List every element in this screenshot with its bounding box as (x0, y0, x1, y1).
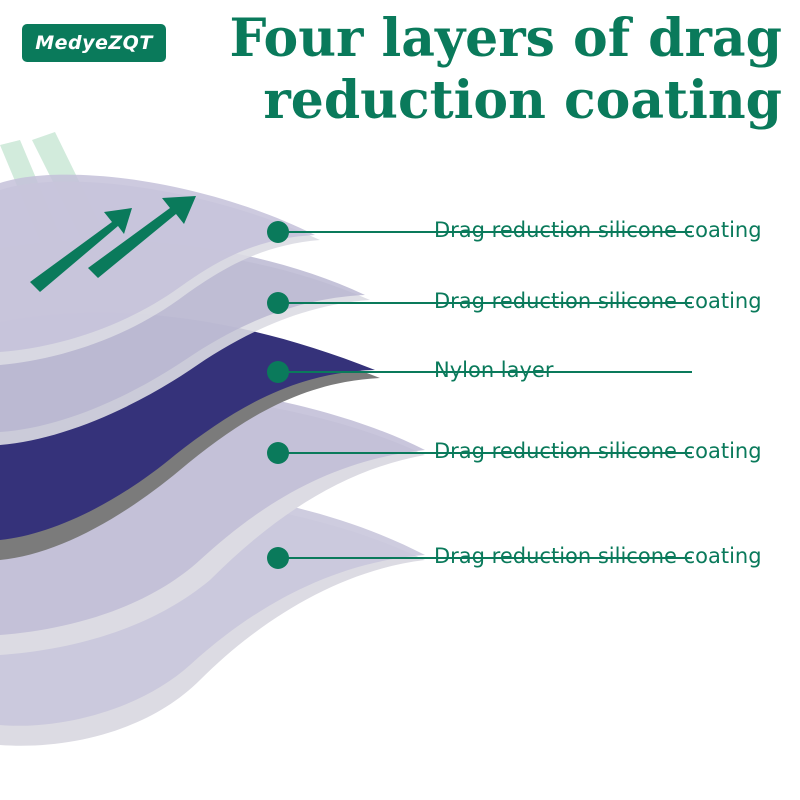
flow-arrow (30, 208, 132, 292)
brand-logo: MedyeZQT (22, 24, 166, 62)
callout-line (278, 231, 692, 233)
callout-label: Drag reduction silicone coating (434, 439, 762, 463)
title-line-2: reduction coating (263, 70, 782, 131)
title-line-1: Four layers of drag (229, 8, 782, 69)
callout-label: Nylon layer (434, 358, 554, 382)
coating-layer-1 (0, 174, 320, 365)
callout-label: Drag reduction silicone coating (434, 289, 762, 313)
double-arrow-up-right-icon (30, 196, 196, 292)
callout-label: Drag reduction silicone coating (434, 218, 762, 242)
callout-line (278, 557, 692, 559)
callout-layer-3: Nylon layer (267, 358, 787, 383)
callout-layer-4: Drag reduction silicone coating (267, 439, 787, 464)
callout-line (278, 371, 692, 373)
page-title: Four layers of drag reduction coating (222, 8, 782, 132)
coating-layer-1-face (0, 174, 315, 352)
callout-layer-2: Drag reduction silicone coating (267, 289, 787, 314)
brand-logo-text: MedyeZQT (35, 32, 153, 54)
callout-line (278, 302, 692, 304)
callout-layer-1: Drag reduction silicone coating (267, 218, 787, 243)
flow-arrow (88, 196, 196, 278)
callout-label: Drag reduction silicone coating (434, 544, 762, 568)
callout-line (278, 452, 692, 454)
callout-layer-5: Drag reduction silicone coating (267, 544, 787, 569)
